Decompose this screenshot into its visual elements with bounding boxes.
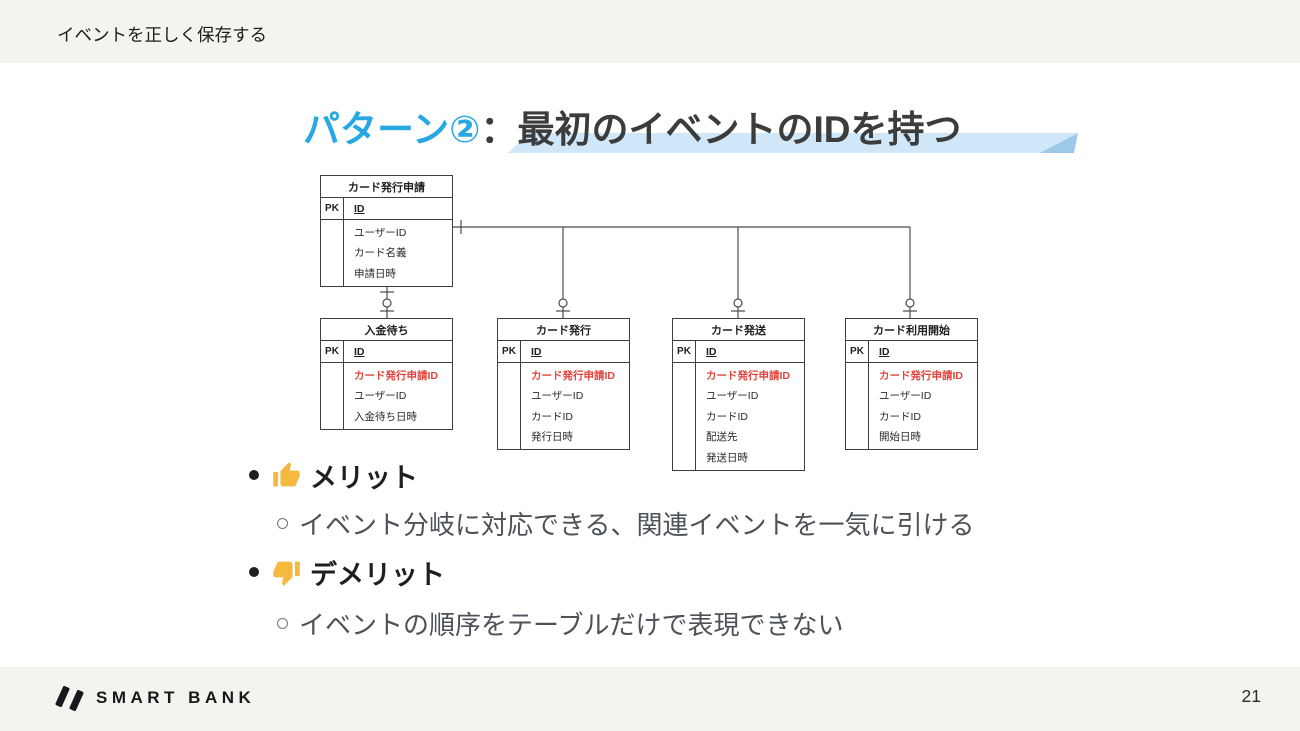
field: カードID [879, 410, 921, 423]
field: カードID [706, 410, 748, 423]
entity-id-row: PK ID [321, 198, 452, 220]
id-field: ID [531, 345, 542, 358]
sub-bullet-demerit-detail: イベントの順序をテーブルだけで表現できない [277, 608, 843, 640]
sub-bullet-merit-detail: イベント分岐に対応できる、関連イベントを一気に引ける [277, 508, 974, 540]
field: ユーザーID [354, 226, 407, 239]
bullet-merit: メリット [249, 459, 418, 493]
bullet-label: メリット [310, 462, 418, 493]
footer-band [0, 667, 1300, 731]
field-list: カード発行申請ID ユーザーID カードID 配送先発送日時 [696, 363, 804, 470]
entity-body: カード発行申請ID ユーザーID カードID 発行日時 [498, 363, 629, 449]
pk-column-spacer [498, 363, 521, 449]
field: ユーザーID [706, 390, 759, 403]
pk-column-spacer [673, 363, 696, 470]
id-field: ID [706, 345, 717, 358]
page-number: 21 [1241, 686, 1261, 706]
header-band [0, 0, 1300, 63]
entity-name: 入金待ち [321, 319, 452, 341]
sub-bullet-ring [277, 517, 288, 529]
title-highlight [508, 133, 1078, 153]
pk-label: PK [846, 341, 869, 362]
id-field: ID [354, 345, 365, 358]
pk-label: PK [673, 341, 696, 362]
id-field: ID [354, 202, 365, 215]
entity-body: カード発行申請ID ユーザーID 入金待ち日時 [321, 363, 452, 429]
entity-body: カード発行申請ID ユーザーID カードID 配送先発送日時 [673, 363, 804, 470]
bullet-dot [249, 567, 259, 577]
field-list: カード発行申請ID ユーザーID カードID 発行日時 [521, 363, 629, 449]
entity-id-row: PK ID [673, 341, 804, 363]
sub-bullet-ring [277, 617, 288, 629]
thumbs-down-icon [273, 561, 300, 586]
entity-name: カード利用開始 [846, 319, 977, 341]
foreign-key-field: カード発行申請ID [879, 369, 963, 382]
cardinality-zero-or-one-marker [731, 298, 745, 312]
field: カード名義 [354, 247, 407, 260]
foreign-key-field: カード発行申請ID [354, 369, 438, 382]
page-title-pattern: パターン② [303, 109, 481, 150]
bullet-demerit: デメリット [249, 556, 445, 590]
brand-name: SMART BANK [96, 688, 256, 707]
thumbs-up-icon [273, 461, 300, 486]
entity-name: カード発行 [498, 319, 629, 341]
id-field: ID [879, 345, 890, 358]
sub-bullet-text: イベント分岐に対応できる、関連イベントを一気に引ける [299, 509, 975, 540]
foreign-key-field: カード発行申請ID [531, 369, 615, 382]
entity-id-row: PK ID [846, 341, 977, 363]
field-list: カード発行申請ID ユーザーID 入金待ち日時 [344, 363, 452, 429]
pk-column-spacer [321, 220, 344, 286]
entity-body: カード発行申請ID ユーザーID カードID 開始日時 [846, 363, 977, 449]
bullet-label: デメリット [310, 559, 445, 590]
pk-label: PK [498, 341, 521, 362]
cardinality-zero-or-one-marker [380, 298, 394, 312]
sub-bullet-text: イベントの順序をテーブルだけで表現できない [299, 609, 844, 640]
field: 配送先 [706, 431, 738, 444]
page-title-rest: ：最初のイベントのIDを持つ [480, 109, 962, 150]
pk-label: PK [321, 198, 344, 219]
entity-id-row: PK ID [321, 341, 452, 363]
page-title: パターン②：最初のイベントのIDを持つ [303, 99, 961, 153]
field: ユーザーID [354, 390, 407, 403]
pk-column-spacer [846, 363, 869, 449]
cardinality-zero-or-one-marker [556, 298, 570, 312]
bullet-dot [249, 470, 259, 480]
field-list: カード発行申請ID ユーザーID カードID 開始日時 [869, 363, 977, 449]
cardinality-zero-or-one-marker [903, 298, 917, 312]
field: 発行日時 [531, 431, 573, 444]
entity-id-row: PK ID [498, 341, 629, 363]
entity-body: ユーザーID カード名義申請日時 [321, 220, 452, 286]
pk-label: PK [321, 341, 344, 362]
pk-column-spacer [321, 363, 344, 429]
field: カードID [531, 410, 573, 423]
field: 発送日時 [706, 451, 748, 464]
field: 開始日時 [879, 431, 921, 444]
field: 入金待ち日時 [354, 410, 417, 423]
field: ユーザーID [531, 390, 584, 403]
foreign-key-field: カード発行申請ID [706, 369, 790, 382]
field-list: ユーザーID カード名義申請日時 [344, 220, 452, 286]
field: 申請日時 [354, 267, 396, 280]
entity-name: カード発送 [673, 319, 804, 341]
entity-name: カード発行申請 [321, 176, 452, 198]
slide-header-title: イベントを正しく保存する [57, 25, 267, 45]
field: ユーザーID [879, 390, 932, 403]
